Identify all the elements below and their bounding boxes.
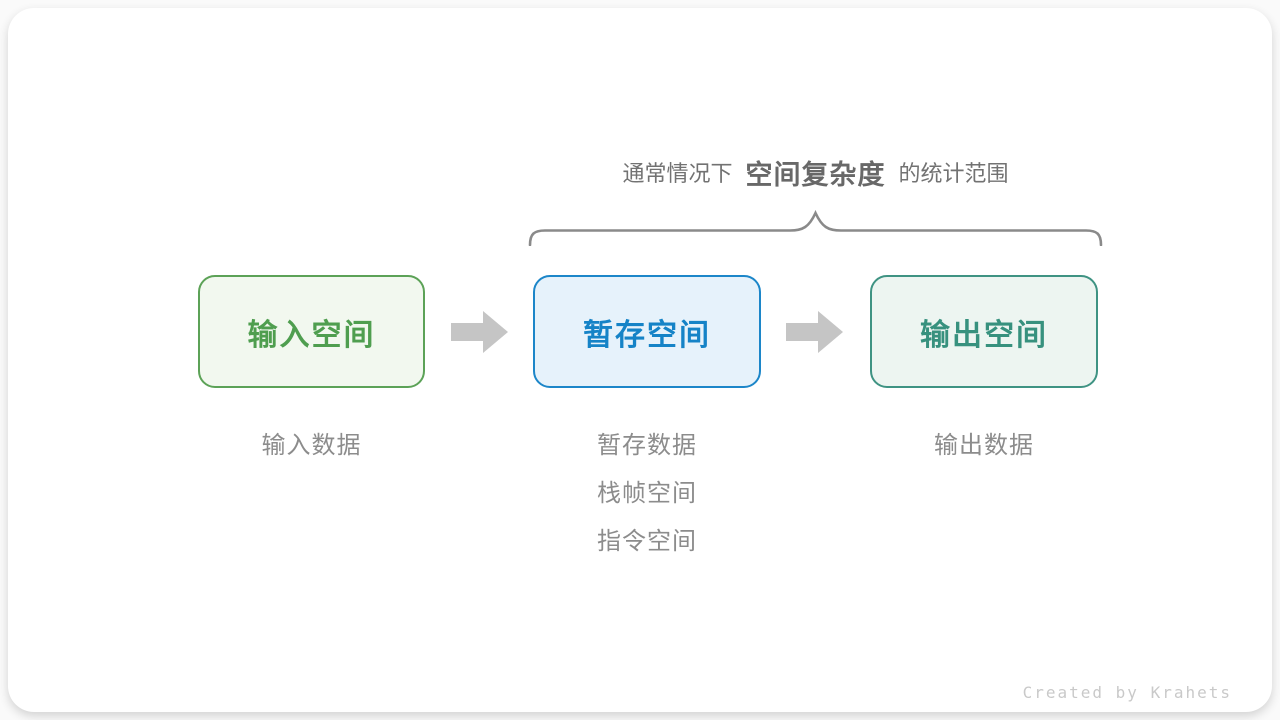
caption-suffix: 的统计范围 [898,161,1009,186]
node-temp-space-label: 暂存空间 [583,318,711,352]
credit-text: Created by Krahets [1022,683,1232,702]
node-output-space-label: 输出空间 [920,318,1048,352]
node-output-space: 输出空间 [870,275,1098,388]
curly-brace-icon [528,210,1103,246]
sublabel-stack-frame-space: 栈帧空间 [597,480,697,507]
node-input-space: 输入空间 [198,275,425,388]
caption-highlight: 空间复杂度 [745,159,886,190]
caption-prefix: 通常情况下 [622,161,733,186]
sublabel-input-data: 输入数据 [261,432,362,459]
node-input-space-label: 输入空间 [247,318,376,352]
arrow-right-icon [786,311,843,353]
node-temp-space: 暂存空间 [533,275,761,388]
arrow-right-icon [451,311,508,353]
sublabel-temp-data: 暂存数据 [597,432,697,459]
sublabel-output-data: 输出数据 [934,432,1034,459]
caption: 通常情况下 空间复杂度 的统计范围 [528,150,1103,194]
diagram-card: 通常情况下 空间复杂度 的统计范围 输入空间 暂存空间 输出空间 输入数据 暂存… [8,8,1272,712]
sublabel-temp-list: 暂存数据 栈帧空间 指令空间 [533,432,761,576]
sublabel-instruction-space: 指令空间 [597,528,697,555]
